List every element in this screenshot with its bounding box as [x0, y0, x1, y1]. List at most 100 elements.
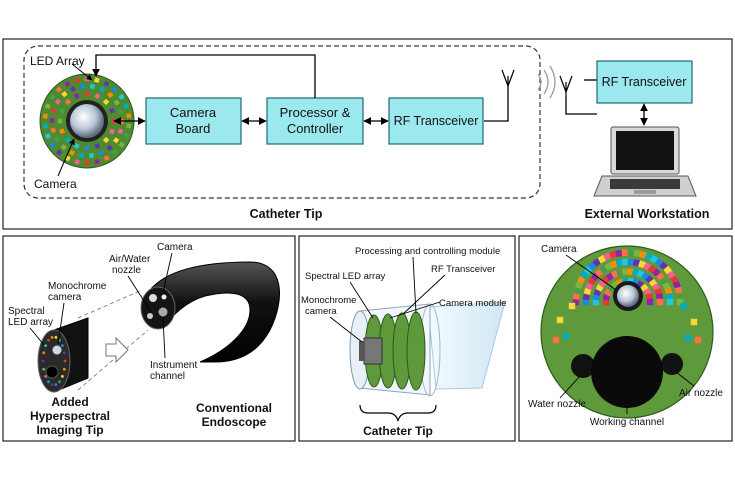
- face-led-square: [676, 292, 684, 300]
- monochrome-camera-icon: [363, 337, 383, 365]
- led-square: [126, 113, 132, 119]
- led-square: [107, 91, 114, 99]
- panel-endoscope: Camera Air/Water nozzle Monochrome camer…: [2, 235, 296, 442]
- endoscope-nozzle-icon: [147, 313, 153, 319]
- p1-monochrome-line2: camera: [48, 292, 82, 303]
- led-square: [50, 107, 57, 114]
- led-square: [44, 133, 51, 139]
- laptop-icon: [593, 126, 697, 197]
- face-led-square: [676, 298, 684, 306]
- added-tip-channel-icon: [45, 365, 59, 379]
- p2-rf-pointer: [402, 274, 446, 315]
- tip-led-dot: [44, 344, 47, 347]
- led-square: [61, 91, 68, 98]
- led-square: [103, 80, 110, 87]
- led-square: [49, 141, 56, 149]
- face-led-square: [665, 292, 674, 301]
- led-square: [69, 149, 76, 156]
- led-square: [89, 83, 96, 90]
- led-square: [73, 93, 80, 99]
- face-led-square: [616, 268, 624, 277]
- led-square: [74, 159, 80, 165]
- led-square: [118, 93, 125, 101]
- rf-transceiver-tip-label: RF Transceiver: [394, 114, 479, 128]
- p1-spectral-line2: LED array: [8, 317, 53, 328]
- face-led-square: [632, 259, 641, 267]
- tip-led-dot: [42, 367, 46, 371]
- led-square: [42, 113, 48, 119]
- endoscope-camera-icon: [149, 294, 157, 302]
- p1-instrument-line1: Instrument: [150, 360, 197, 371]
- led-square: [123, 132, 130, 139]
- led-square: [85, 160, 90, 166]
- face-led-square: [627, 268, 635, 276]
- face-led-square: [615, 259, 624, 267]
- face-led-square: [694, 336, 702, 344]
- catheter-tip-boundary: [23, 45, 541, 199]
- led-square: [60, 143, 67, 151]
- led-square: [54, 98, 61, 105]
- face-led-square: [627, 249, 635, 257]
- face-led-square: [556, 316, 564, 324]
- p3-water-nozzle-pointer: [559, 375, 581, 399]
- led-square: [98, 86, 105, 93]
- led-square: [109, 107, 115, 114]
- led-square: [64, 98, 72, 106]
- p1-air-water-pointer: [127, 275, 152, 313]
- p1-air-water-line1: Air/Water: [109, 254, 151, 265]
- antenna-to-rf-line: [565, 97, 597, 115]
- face-led-square: [680, 302, 688, 310]
- led-square: [118, 141, 125, 148]
- p1-spectral-pointer: [29, 327, 45, 346]
- tip-led-dot: [50, 336, 54, 339]
- led-ring: [39, 73, 135, 169]
- tip-led-dot: [62, 351, 66, 355]
- led-square: [108, 128, 115, 135]
- face-led-square: [592, 298, 600, 306]
- p3-air-nozzle-label: Air nozzle: [679, 388, 723, 399]
- face-led-square: [656, 298, 664, 306]
- tip-led-dot: [47, 380, 50, 384]
- processor-line2: Controller: [287, 121, 344, 136]
- p1-instrument-pointer: [162, 317, 166, 359]
- led-square: [94, 93, 101, 100]
- led-square: [88, 153, 94, 159]
- external-workstation-label: External Workstation: [585, 207, 710, 221]
- p1-camera-label: Camera: [157, 242, 193, 253]
- face-led-square: [666, 298, 674, 306]
- rf-transceiver-ext-box: [596, 60, 693, 104]
- attach-arrow-icon: [105, 336, 129, 364]
- p3-air-nozzle-pointer: [675, 371, 695, 387]
- tip-led-dot: [61, 344, 64, 347]
- led-square: [56, 149, 63, 156]
- led-square: [69, 86, 76, 92]
- face-led-square: [603, 252, 612, 261]
- led-square: [103, 155, 110, 162]
- p3-water-nozzle-label: Water nozzle: [528, 399, 586, 410]
- face-led-square: [674, 286, 683, 295]
- p2-processing-pointer: [412, 256, 417, 314]
- led-square: [59, 128, 65, 135]
- p2-monochrome-line1: Monochrome: [301, 295, 356, 306]
- face-led-square: [572, 292, 580, 300]
- tip-led-dot: [58, 380, 61, 384]
- led-square: [98, 150, 105, 156]
- face-led-square: [621, 268, 629, 276]
- p1-added-line3: Imaging Tip: [36, 423, 103, 437]
- tip-led-dot: [44, 375, 47, 378]
- p2-catheter-tip-label: Catheter Tip: [363, 424, 433, 438]
- led-square: [102, 98, 110, 106]
- led-square: [49, 94, 56, 101]
- led-square: [94, 143, 101, 149]
- led-square: [84, 91, 90, 97]
- p2-processing-label: Processing and controlling module: [355, 246, 500, 257]
- led-square: [64, 80, 71, 87]
- led-square: [94, 159, 100, 165]
- tip-face-camera-icon: [617, 285, 639, 307]
- face-led-square: [638, 250, 647, 259]
- rf-transceiver-ext-label: RF Transceiver: [602, 75, 687, 89]
- face-led-square: [602, 298, 610, 306]
- led-array-pointer: [71, 63, 93, 81]
- camera-board-line2: Board: [176, 121, 211, 136]
- face-led-square: [664, 287, 673, 296]
